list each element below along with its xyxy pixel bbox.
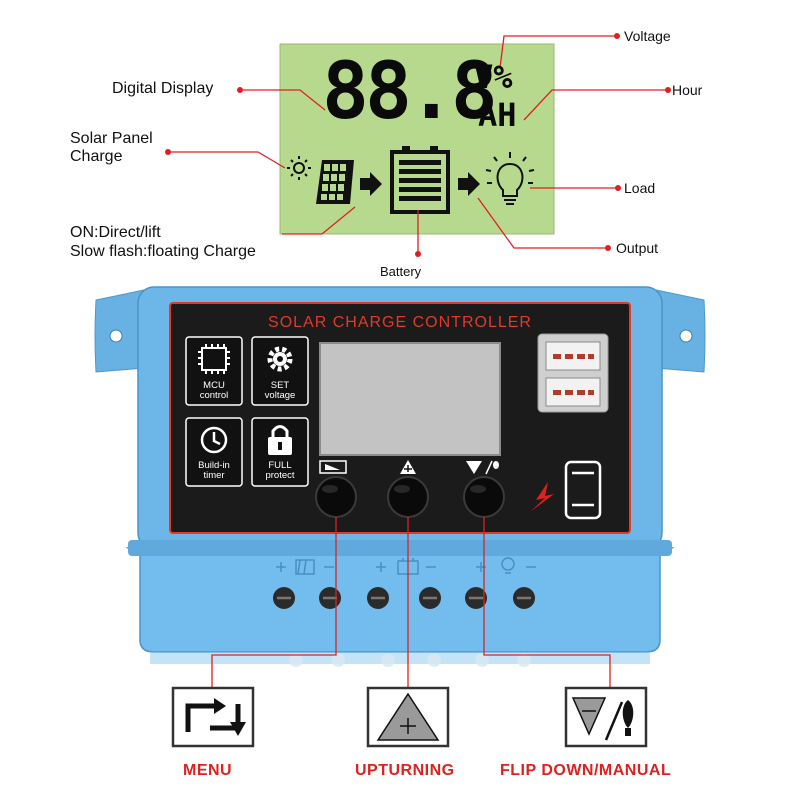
feature-set-line1: SET: [270, 380, 290, 391]
lcd-window: [319, 342, 501, 456]
callout-output: Output: [616, 240, 659, 256]
callout-dots: [165, 33, 671, 257]
menu-symbol-icon: [319, 460, 347, 474]
callout-solar-panel-line1: Solar Panel: [70, 130, 153, 147]
chip-icon: [198, 344, 230, 374]
callout-on-direct-line1: ON:Direct/lift: [70, 224, 161, 241]
feature-mcu-line1: MCU: [203, 380, 225, 391]
lock-icon: [268, 425, 292, 455]
upturning-label: UPTURNING: [355, 762, 455, 779]
lcd-unit-bottom: AH: [478, 96, 517, 134]
down-triangle-icon: [571, 697, 607, 736]
callout-solar-panel-line2: Charge: [70, 148, 123, 165]
button-callout-lines: [211, 517, 611, 690]
up-function-box: [366, 686, 450, 748]
feature-protect-line2: protect: [265, 470, 295, 481]
down-physical-button[interactable]: [463, 476, 505, 518]
controller-housing: [94, 286, 706, 667]
callout-lines: [168, 35, 668, 254]
feature-tile-timer: [185, 417, 243, 487]
feature-timer-line2: timer: [203, 470, 225, 481]
callout-hour: Hour: [672, 82, 703, 98]
menu-physical-button[interactable]: [315, 476, 357, 518]
mounting-hole: [679, 329, 693, 343]
controller-title: SOLAR CHARGE CONTROLLER: [268, 314, 532, 331]
lcd-unit-top: V%: [474, 58, 513, 96]
feature-timer-text: Build-in timer: [188, 461, 240, 481]
usb-port-block: [537, 333, 609, 413]
feature-tile-set: [251, 336, 309, 406]
bulb-icon: [485, 152, 535, 205]
callout-voltage: Voltage: [624, 28, 671, 44]
solar-panel-icon: [316, 160, 354, 204]
bulb-small-icon: [622, 700, 634, 736]
lightning-icon: [530, 482, 554, 512]
callout-battery: Battery: [380, 264, 422, 279]
arrow-right-icon: [458, 172, 480, 196]
feature-tile-mcu: [185, 336, 243, 406]
feature-protect-line1: FULL: [268, 460, 292, 471]
arrow-right-icon: [360, 172, 382, 196]
lcd-digits: 88.8: [322, 47, 498, 137]
feature-set-text: SET voltage: [254, 381, 306, 401]
menu-function-box: [171, 686, 255, 748]
callout-on-direct-line2: Slow flash:floating Charge: [70, 243, 256, 260]
down-function-box: [564, 686, 648, 748]
feature-tile-protect: [251, 417, 309, 487]
phone-icon: [564, 460, 602, 520]
wire-holes: [289, 653, 531, 667]
feature-set-line2: voltage: [264, 390, 296, 401]
up-physical-button[interactable]: [387, 476, 429, 518]
feature-timer-line1: Build-in: [198, 460, 230, 471]
loop-arrows-icon: [185, 698, 246, 736]
sun-icon: [287, 156, 311, 180]
flip-down-manual-label: FLIP DOWN/MANUAL: [500, 762, 672, 779]
feature-mcu-line2: control: [199, 390, 229, 401]
lcd-closeup: [279, 43, 555, 235]
mounting-hole: [109, 329, 123, 343]
feature-mcu-text: MCU control: [188, 381, 240, 401]
feature-protect-text: FULL protect: [254, 461, 306, 481]
up-symbol-icon: [400, 460, 416, 474]
down-manual-symbol-icon: [466, 460, 499, 475]
callout-load: Load: [624, 180, 656, 196]
terminal-symbols: [276, 557, 536, 575]
battery-icon: [390, 146, 450, 214]
menu-label: MENU: [183, 762, 233, 779]
up-triangle-icon: [376, 692, 440, 741]
gear-icon: [267, 346, 293, 372]
clock-icon: [200, 426, 228, 454]
callout-digital-display: Digital Display: [112, 80, 214, 97]
